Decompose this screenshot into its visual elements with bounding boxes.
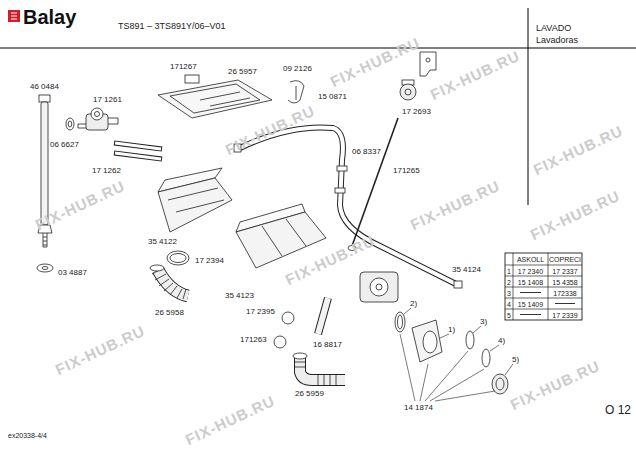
watermark: FIX-HUB.RU [531, 123, 625, 177]
table-cell: 3 [507, 289, 511, 296]
callout-number: 3) [480, 318, 487, 326]
table-cell: 15 1408 [518, 278, 543, 285]
table-header: ASKOLL [517, 256, 544, 263]
part-number: 03 4887 [58, 269, 87, 277]
table-cell: 15 4358 [552, 278, 577, 285]
table-cell: 17 2340 [518, 267, 543, 274]
part-number: 26 5957 [228, 68, 257, 76]
part-number: 06 6627 [50, 141, 79, 149]
callout-number: 2) [410, 300, 417, 308]
table-cell: 172338 [553, 289, 576, 296]
part-number: 35 4122 [148, 238, 177, 246]
table-cell: 2 [507, 278, 511, 285]
watermark: FIX-HUB.RU [328, 35, 422, 89]
part-number: 17 2395 [246, 308, 275, 316]
part-number: 171263 [240, 336, 267, 344]
model-code: TS891 – 3TS891Y/06–V01 [118, 22, 226, 31]
part-number: 171265 [393, 167, 420, 175]
table-cell: 15 1409 [518, 300, 543, 307]
table-cell: 1 [507, 267, 511, 274]
table-cell: 17 2339 [552, 311, 577, 318]
watermark: FIX-HUB.RU [528, 188, 622, 242]
part-number: 17 1262 [92, 167, 121, 175]
part-number: 171267 [170, 63, 197, 71]
watermark: FIX-HUB.RU [408, 178, 502, 232]
watermark: FIX-HUB.RU [223, 103, 317, 157]
part-number: 17 1261 [93, 96, 122, 104]
part-number: 17 2394 [195, 257, 224, 265]
part-number: 35 4124 [452, 266, 481, 274]
table-cell: 17 2337 [552, 267, 577, 274]
watermark: FIX-HUB.RU [283, 233, 377, 287]
watermark: FIX-HUB.RU [53, 323, 147, 377]
callout-number: 1) [448, 326, 455, 334]
watermark: FIX-HUB.RU [428, 48, 522, 102]
watermark: FIX-HUB.RU [33, 178, 127, 232]
callout-number: 4) [498, 337, 505, 345]
page-code: ex20338-4/4 [8, 432, 47, 439]
part-number: 15 0871 [318, 93, 347, 101]
part-number: 46 0484 [30, 83, 59, 91]
table-header: COPRECI [549, 256, 581, 263]
brand-logo: Balay [23, 7, 76, 27]
page-number: O 12 [605, 404, 631, 416]
part-number: 26 5959 [295, 390, 324, 398]
part-number: 26 5958 [155, 309, 184, 317]
callout-number: 5) [512, 356, 519, 364]
watermark: FIX-HUB.RU [183, 393, 277, 447]
part-number: 16 8817 [313, 341, 342, 349]
part-number: 17 2693 [402, 108, 431, 116]
table-cell: 5 [507, 311, 511, 318]
part-number: 06 8337 [352, 148, 381, 156]
part-number: 09 2126 [283, 65, 312, 73]
section-title: LAVADO [536, 24, 571, 33]
part-number: 35 4123 [225, 292, 254, 300]
watermark: FIX-HUB.RU [508, 358, 602, 412]
table-cell: 4 [507, 300, 511, 307]
part-number: 14 1874 [404, 404, 433, 412]
section-subtitle: Lavadoras [536, 36, 578, 45]
